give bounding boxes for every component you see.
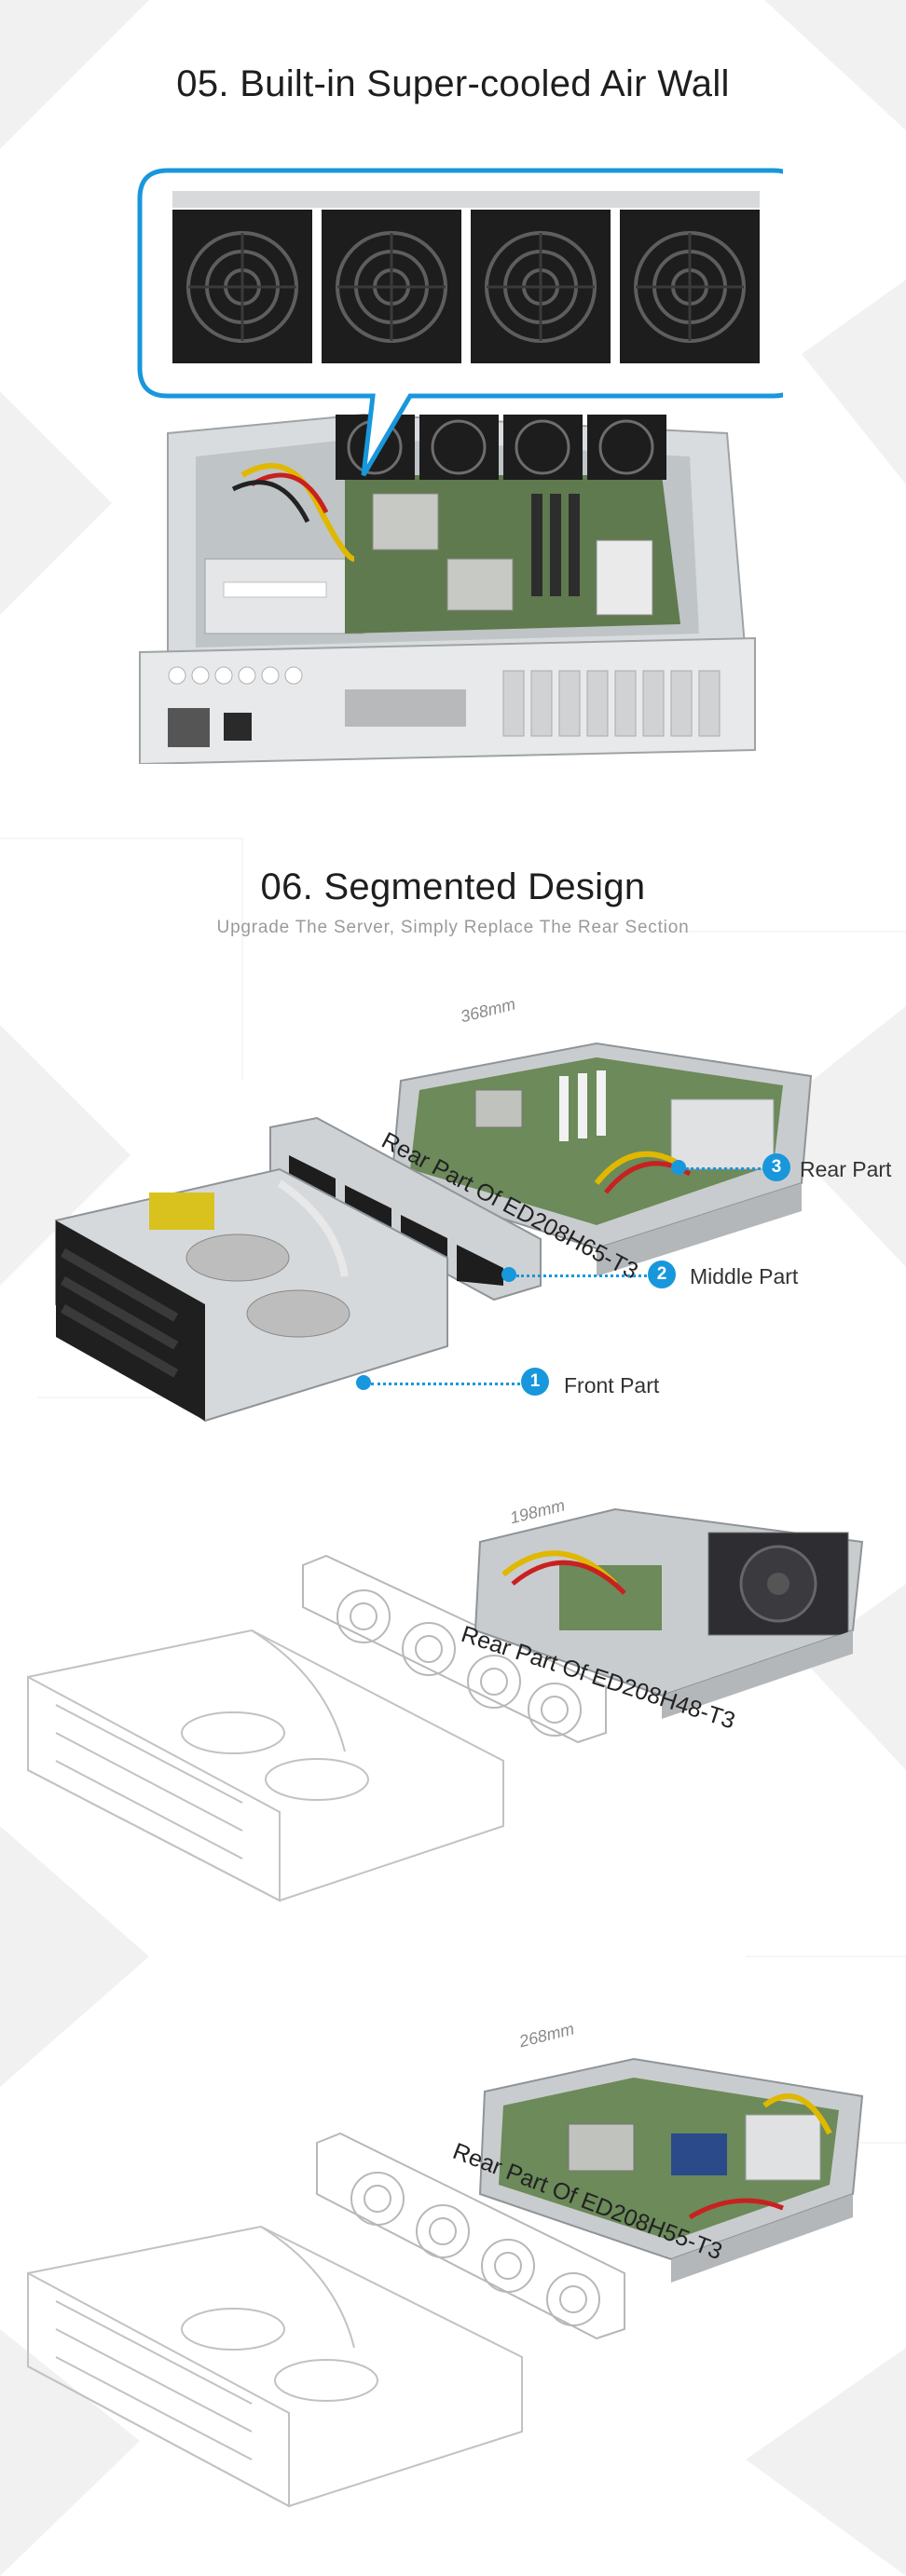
variant-2-illustration (27, 1507, 864, 1902)
rear-part-badge: 3 (762, 1153, 790, 1181)
rear-part-marker (671, 1160, 686, 1175)
front-part-label: Front Part (564, 1373, 660, 1397)
section-06-title: 06. Segmented Design (260, 866, 646, 907)
rear-part-leader (686, 1167, 761, 1170)
rear-part-label: Rear Part (800, 1157, 892, 1181)
middle-part-leader (516, 1274, 647, 1277)
front-part-leader (371, 1383, 520, 1385)
front-part-marker (356, 1375, 371, 1390)
segmented-assembly-illustration (55, 1042, 813, 1423)
middle-part-label: Middle Part (690, 1264, 799, 1288)
section-05-title: 05. Built-in Super-cooled Air Wall (176, 63, 730, 104)
middle-part-badge: 2 (648, 1261, 676, 1288)
middle-part-marker (501, 1267, 516, 1282)
variant-3-illustration (27, 2057, 864, 2508)
air-wall-illustration (137, 168, 783, 764)
front-part-badge: 1 (521, 1368, 549, 1396)
section-06-subtitle: Upgrade The Server, Simply Replace The R… (216, 918, 690, 937)
